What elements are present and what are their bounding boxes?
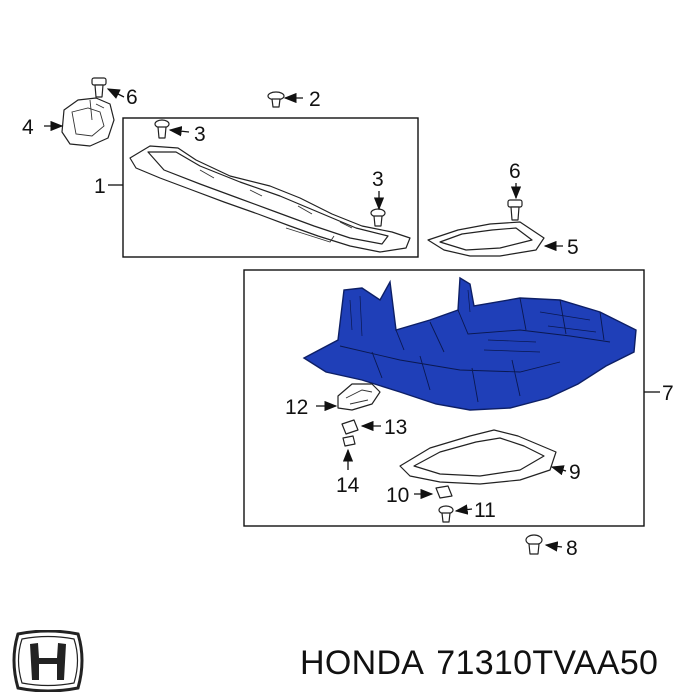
callout-2: 2	[309, 88, 321, 111]
bracket-part-12	[337, 383, 381, 411]
clip-part-3-left	[154, 119, 170, 139]
callout-12: 12	[285, 396, 308, 419]
clip-part-2	[267, 91, 285, 108]
clip-part-3-right	[370, 208, 386, 227]
part-number: 71310TVAA50	[436, 644, 659, 682]
callout-3-right: 3	[372, 168, 384, 191]
plate-part-5	[427, 221, 545, 257]
clip-part-13	[341, 419, 359, 435]
callout-4: 4	[22, 116, 34, 139]
under-cover-part-7	[302, 276, 637, 411]
callout-10: 10	[386, 484, 409, 507]
callout-6-right: 6	[509, 160, 521, 183]
plate-part-9	[399, 429, 557, 485]
clip-part-14	[342, 435, 356, 447]
group-box-lower	[243, 269, 645, 527]
splash-shield-part-1	[129, 145, 411, 253]
clip-part-6-left	[91, 77, 107, 98]
clip-part-6-right	[507, 199, 523, 221]
leader-lines	[44, 88, 660, 552]
callout-5: 5	[567, 236, 579, 259]
clip-part-11	[438, 505, 454, 523]
footer-caption: HONDA 71310TVAA50	[300, 644, 670, 683]
clip-part-8	[525, 534, 543, 555]
callout-11: 11	[474, 499, 496, 522]
callout-8: 8	[566, 537, 578, 560]
callout-14: 14	[336, 474, 360, 497]
callout-7: 7	[662, 382, 674, 405]
callout-1: 1	[94, 175, 106, 198]
bracket-part-4	[61, 97, 115, 147]
callout-9: 9	[569, 461, 581, 484]
group-box-upper	[122, 117, 419, 258]
callout-13: 13	[384, 416, 407, 439]
brand-name: HONDA	[300, 644, 425, 682]
clip-part-10	[435, 485, 453, 499]
callout-3-left: 3	[194, 123, 206, 146]
callout-6-left: 6	[126, 86, 138, 109]
honda-h-logo-icon	[12, 630, 84, 692]
